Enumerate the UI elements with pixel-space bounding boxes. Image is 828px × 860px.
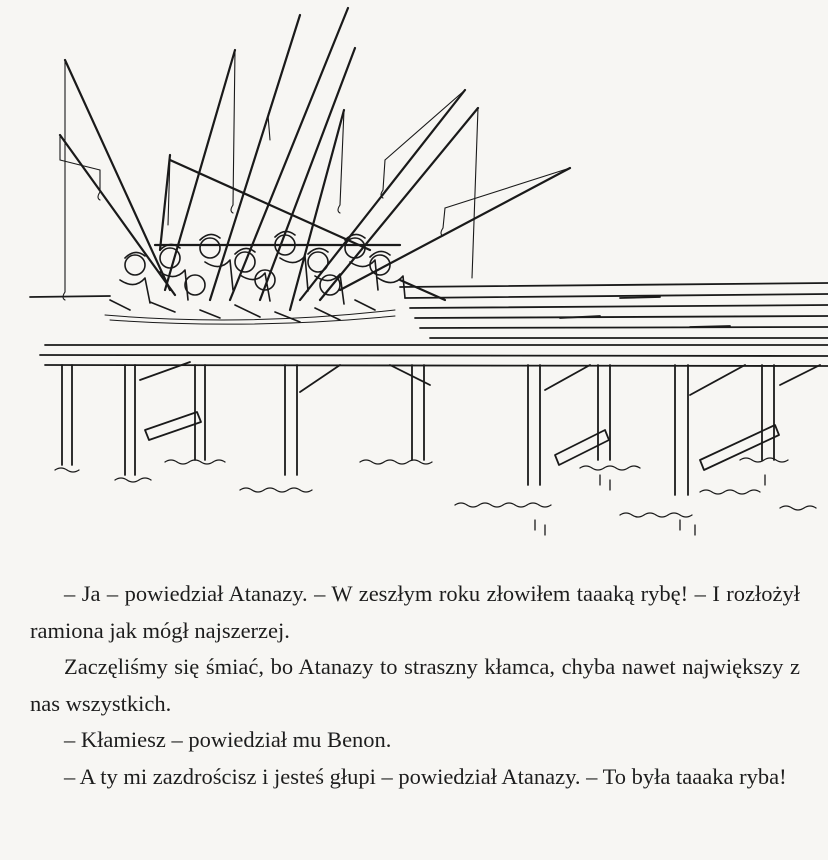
paragraph: Zaczęliśmy się śmiać, bo Atanazy to stra… [30, 654, 800, 716]
children-crowd [104, 230, 406, 325]
water-ripples [54, 457, 817, 536]
paragraph: – Ja – powiedział Atanazy. – W zeszłym r… [30, 581, 800, 643]
pier-fishing-illustration [29, 6, 828, 536]
fishing-lines [59, 14, 571, 301]
pier-posts [61, 361, 821, 496]
story-text: – Ja – powiedział Atanazy. – W zeszłym r… [30, 576, 800, 795]
paragraph: – A ty mi zazdrościsz i jesteś głupi – p… [64, 763, 787, 789]
fishing-rods [58, 6, 572, 312]
pier-deck [29, 282, 828, 367]
paragraph: – Kłamiesz – powiedział mu Benon. [64, 727, 392, 752]
